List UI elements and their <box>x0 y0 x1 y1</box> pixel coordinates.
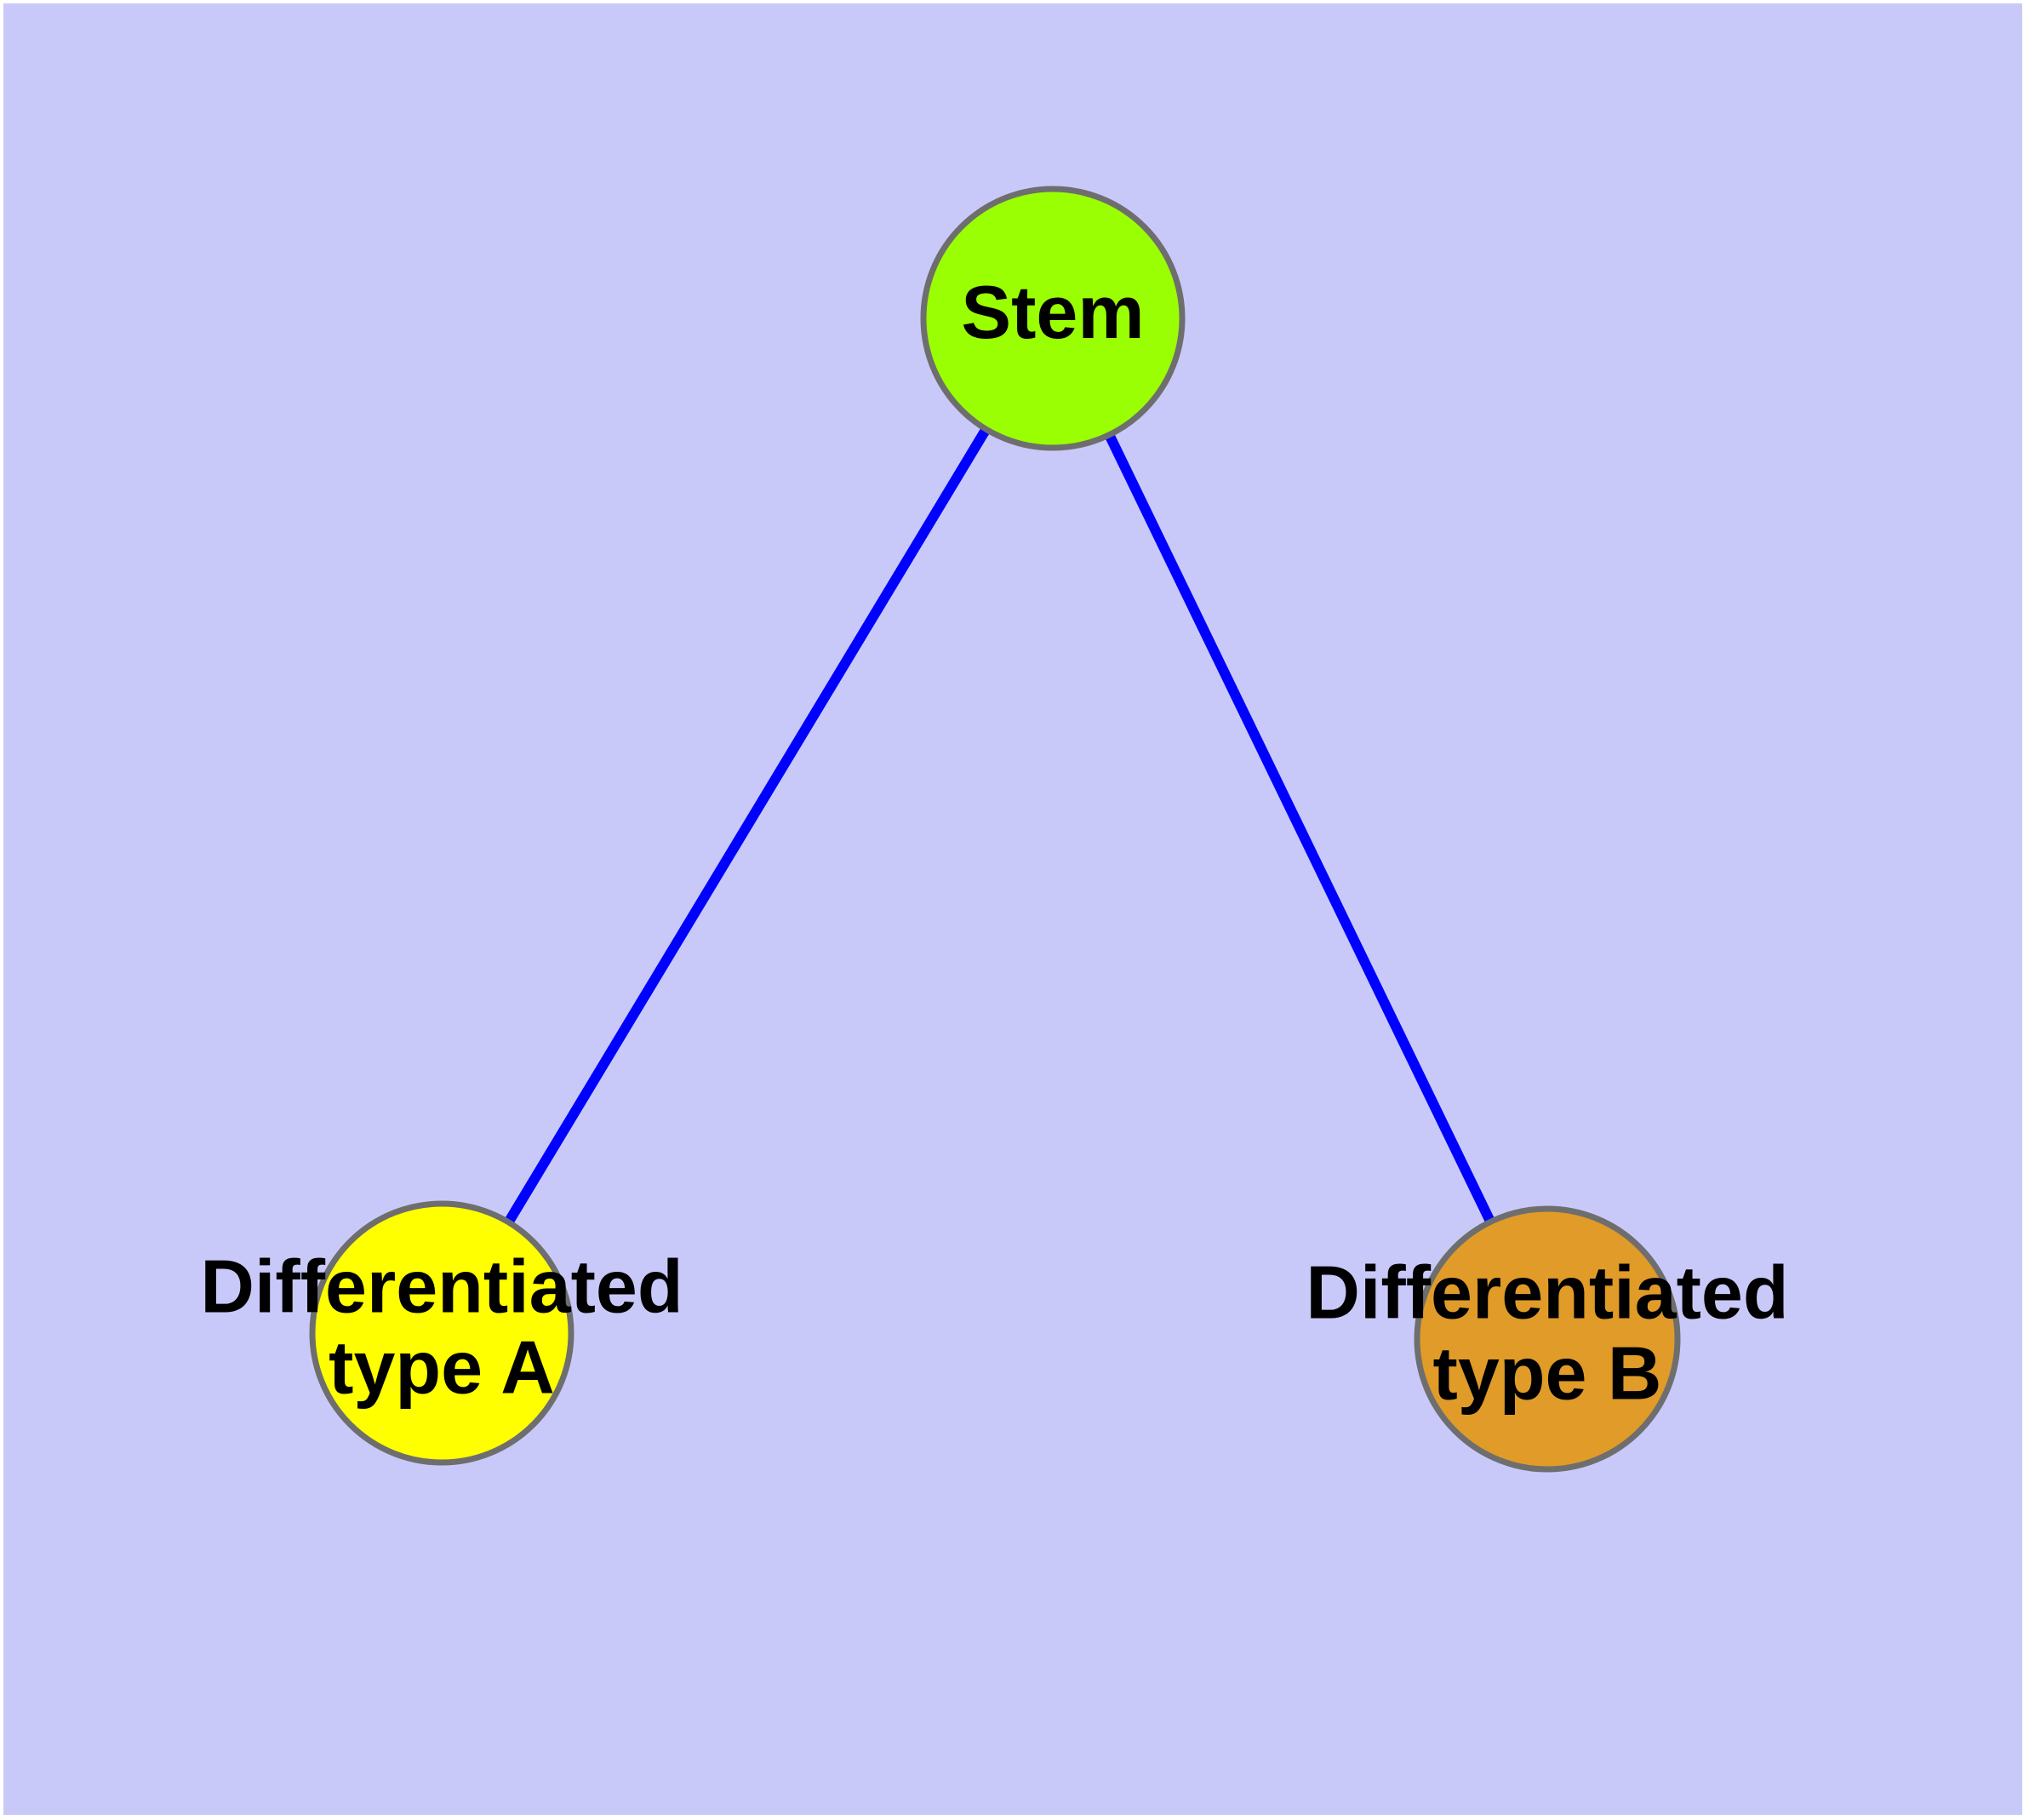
edge-stem-to-differentiated-type-a[interactable] <box>504 426 991 1225</box>
node-stem-circle[interactable] <box>920 186 1186 451</box>
node-label-line: Differentiated <box>1306 1251 1788 1335</box>
node-label-line: Differentiated <box>200 1245 683 1329</box>
node-stem-label: Stem <box>961 270 1144 354</box>
node-stem[interactable]: Stem <box>920 186 1186 451</box>
node-label-line: type B <box>1433 1331 1662 1416</box>
edge-stem-to-differentiated-type-b[interactable] <box>1104 432 1495 1224</box>
edge-layer <box>504 426 1495 1225</box>
node-label-line: type A <box>329 1325 555 1410</box>
node-differentiated-type-b-circle[interactable] <box>1414 1205 1681 1473</box>
node-label-line: Stem <box>961 270 1144 354</box>
node-differentiated-type-a-circle[interactable] <box>309 1200 574 1466</box>
